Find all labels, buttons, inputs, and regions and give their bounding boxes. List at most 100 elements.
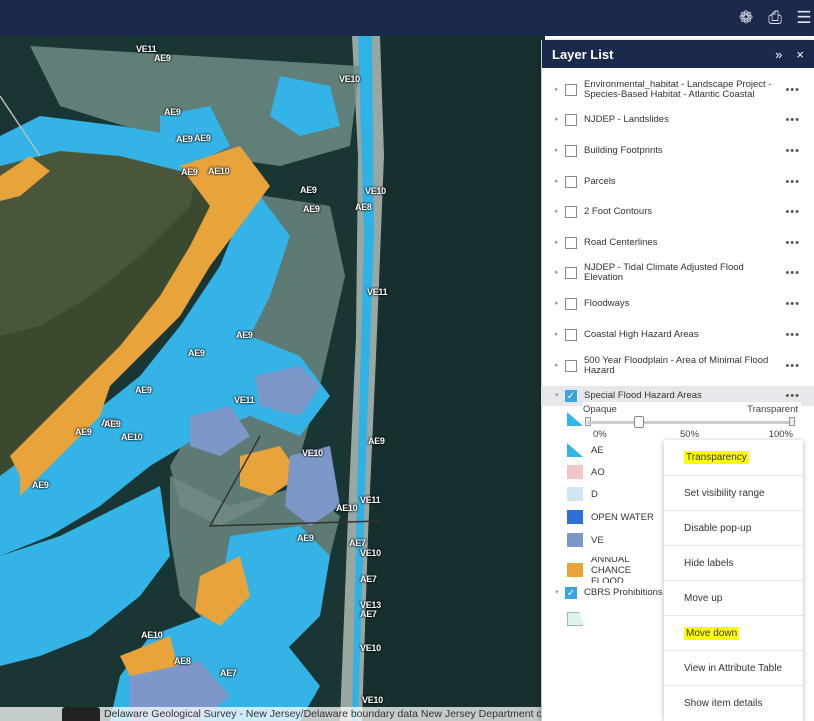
layer-row[interactable]: ▾✓CBRS Prohibitions — [541, 583, 814, 603]
menu-item[interactable]: Move down — [664, 615, 803, 650]
layer-checkbox[interactable] — [565, 176, 577, 188]
layer-name: NJDEP - Tidal Climate Adjusted Flood Ele… — [584, 262, 744, 283]
zone-label: AE9 — [176, 134, 193, 144]
layer-options-icon[interactable]: ••• — [785, 114, 800, 126]
layer-row[interactable]: ▸500 Year Floodplain - Area of Minimal F… — [541, 352, 814, 380]
expand-right-icon[interactable]: ▸ — [555, 208, 559, 215]
layer-checkbox[interactable] — [565, 237, 577, 249]
layers-icon[interactable]: ☰ — [796, 8, 812, 27]
expand-right-icon[interactable]: ▸ — [555, 147, 559, 154]
layer-checkbox[interactable] — [565, 114, 577, 126]
layer-row[interactable]: ▸2 Foot Contours••• — [541, 201, 814, 223]
legend-label: D — [591, 488, 598, 500]
layer-row[interactable]: ▸ Building Footprints ••• — [541, 140, 814, 162]
zone-label: AE9 — [303, 204, 320, 214]
layer-options-icon[interactable]: ••• — [785, 84, 800, 96]
layer-name: Parcels — [584, 176, 616, 187]
legend-item: OPEN WATER — [567, 510, 677, 524]
expand-right-icon[interactable]: ▸ — [555, 239, 559, 246]
layer-row[interactable]: ▸ Environmental_habitat - Landscape Proje… — [541, 75, 814, 105]
collapse-icon[interactable]: » — [775, 46, 783, 62]
zone-label: AE8 — [355, 202, 372, 212]
expand-right-icon[interactable]: ▸ — [555, 362, 559, 369]
menu-item[interactable]: Transparency — [664, 440, 803, 475]
menu-item-label: Transparency — [684, 451, 749, 464]
expand-right-icon[interactable]: ▸ — [555, 331, 559, 338]
map-view[interactable]: Delaware Geological Survey - New Jersey/… — [0, 36, 545, 721]
zone-label: AE9 — [300, 185, 317, 195]
menu-item[interactable]: View in Attribute Table — [664, 650, 803, 685]
menu-item[interactable]: Set visibility range — [664, 475, 803, 510]
layer-row[interactable]: ▸ NJDEP - Tidal Climate Adjusted Flood El… — [541, 259, 814, 287]
panel-header: Layer List » × — [542, 40, 814, 68]
legend-swatch — [567, 533, 583, 547]
layer-row[interactable]: ▾✓Special Flood Hazard Areas••• — [541, 386, 814, 406]
zone-label: AE7 — [220, 668, 237, 678]
layer-row[interactable]: ▸ Parcels ••• — [541, 171, 814, 193]
legend-item: X,0.2 PCT ANNUAL CHANCE FLOOD HAZARD — [567, 557, 662, 583]
menu-item[interactable]: Disable pop-up — [664, 510, 803, 545]
legend-swatch — [567, 510, 583, 524]
layer-checkbox[interactable] — [565, 145, 577, 157]
legend-item: VE — [567, 533, 677, 547]
legend-item: D — [567, 487, 677, 501]
layer-row[interactable]: ▸Coastal High Hazard Areas••• — [541, 324, 814, 346]
expand-down-icon[interactable]: ▾ — [555, 589, 559, 596]
layer-checkbox[interactable] — [565, 329, 577, 341]
expand-right-icon[interactable]: ▸ — [555, 269, 559, 276]
zone-label: AE7 — [360, 609, 377, 619]
transparency-slider[interactable]: Opaque Transparent 0% 50% 100% — [583, 402, 801, 440]
slider-tick-50: 50% — [680, 429, 700, 440]
layer-options-icon[interactable]: ••• — [785, 298, 800, 310]
zone-label: AE8 — [174, 656, 191, 666]
attribution-text: Delaware Geological Survey - New Jersey/… — [104, 708, 545, 720]
zone-label: AE9 — [181, 167, 198, 177]
zone-label: AE10 — [336, 503, 358, 513]
layer-checkbox[interactable]: ✓ — [565, 390, 577, 402]
slider-tick-0: 0% — [593, 429, 607, 440]
layer-checkbox[interactable] — [565, 267, 577, 279]
layer-checkbox[interactable] — [565, 298, 577, 310]
layer-checkbox[interactable]: ✓ — [565, 587, 577, 599]
layer-checkbox[interactable] — [565, 360, 577, 372]
layer-row[interactable]: ▸Road Centerlines••• — [541, 232, 814, 254]
legend-item-cbrs — [567, 612, 677, 626]
slider-max-handle[interactable] — [789, 417, 795, 426]
expand-right-icon[interactable]: ▸ — [555, 116, 559, 123]
layer-row[interactable]: ▸NJDEP - Landslides••• — [541, 109, 814, 131]
expand-down-icon[interactable]: ▾ — [555, 392, 559, 399]
layer-name: Building Footprints — [584, 145, 663, 156]
layer-name: Environmental_habitat - Landscape Projec… — [584, 79, 772, 100]
expand-right-icon[interactable]: ▸ — [555, 86, 559, 93]
menu-item-label: Show item details — [684, 697, 763, 709]
layer-options-icon[interactable]: ••• — [785, 206, 800, 218]
legend-swatch — [567, 612, 583, 626]
expand-right-icon[interactable]: ▸ — [555, 300, 559, 307]
menu-item[interactable]: Move up — [664, 580, 803, 615]
layer-options-icon[interactable]: ••• — [785, 267, 800, 279]
slider-left-label: Opaque — [583, 404, 617, 415]
map-canvas[interactable] — [0, 36, 545, 721]
close-icon[interactable]: × — [796, 46, 804, 62]
layer-options-icon[interactable]: ••• — [785, 390, 800, 402]
print-icon[interactable]: ⎙ — [768, 8, 782, 27]
layer-options-icon[interactable]: ••• — [785, 237, 800, 249]
zone-label: VE10 — [339, 74, 360, 84]
layer-checkbox[interactable] — [565, 206, 577, 218]
legend-label: OPEN WATER — [591, 511, 654, 523]
layer-checkbox[interactable] — [565, 84, 577, 96]
layer-row[interactable]: ▸Floodways••• — [541, 293, 814, 315]
menu-item[interactable]: Show item details — [664, 685, 803, 720]
slider-track[interactable] — [587, 421, 793, 424]
layer-options-icon[interactable]: ••• — [785, 176, 800, 188]
zone-label: AE9 — [368, 436, 385, 446]
layer-options-icon[interactable]: ••• — [785, 329, 800, 341]
zone-label: VE10 — [302, 448, 323, 458]
basemap-gallery-icon[interactable]: ❁ — [738, 8, 754, 27]
slider-knob[interactable] — [633, 416, 644, 428]
expand-right-icon[interactable]: ▸ — [555, 178, 559, 185]
layer-options-icon[interactable]: ••• — [785, 360, 800, 372]
layer-options-icon[interactable]: ••• — [785, 145, 800, 157]
zone-label: AE10 — [208, 166, 230, 176]
menu-item[interactable]: Hide labels — [664, 545, 803, 580]
